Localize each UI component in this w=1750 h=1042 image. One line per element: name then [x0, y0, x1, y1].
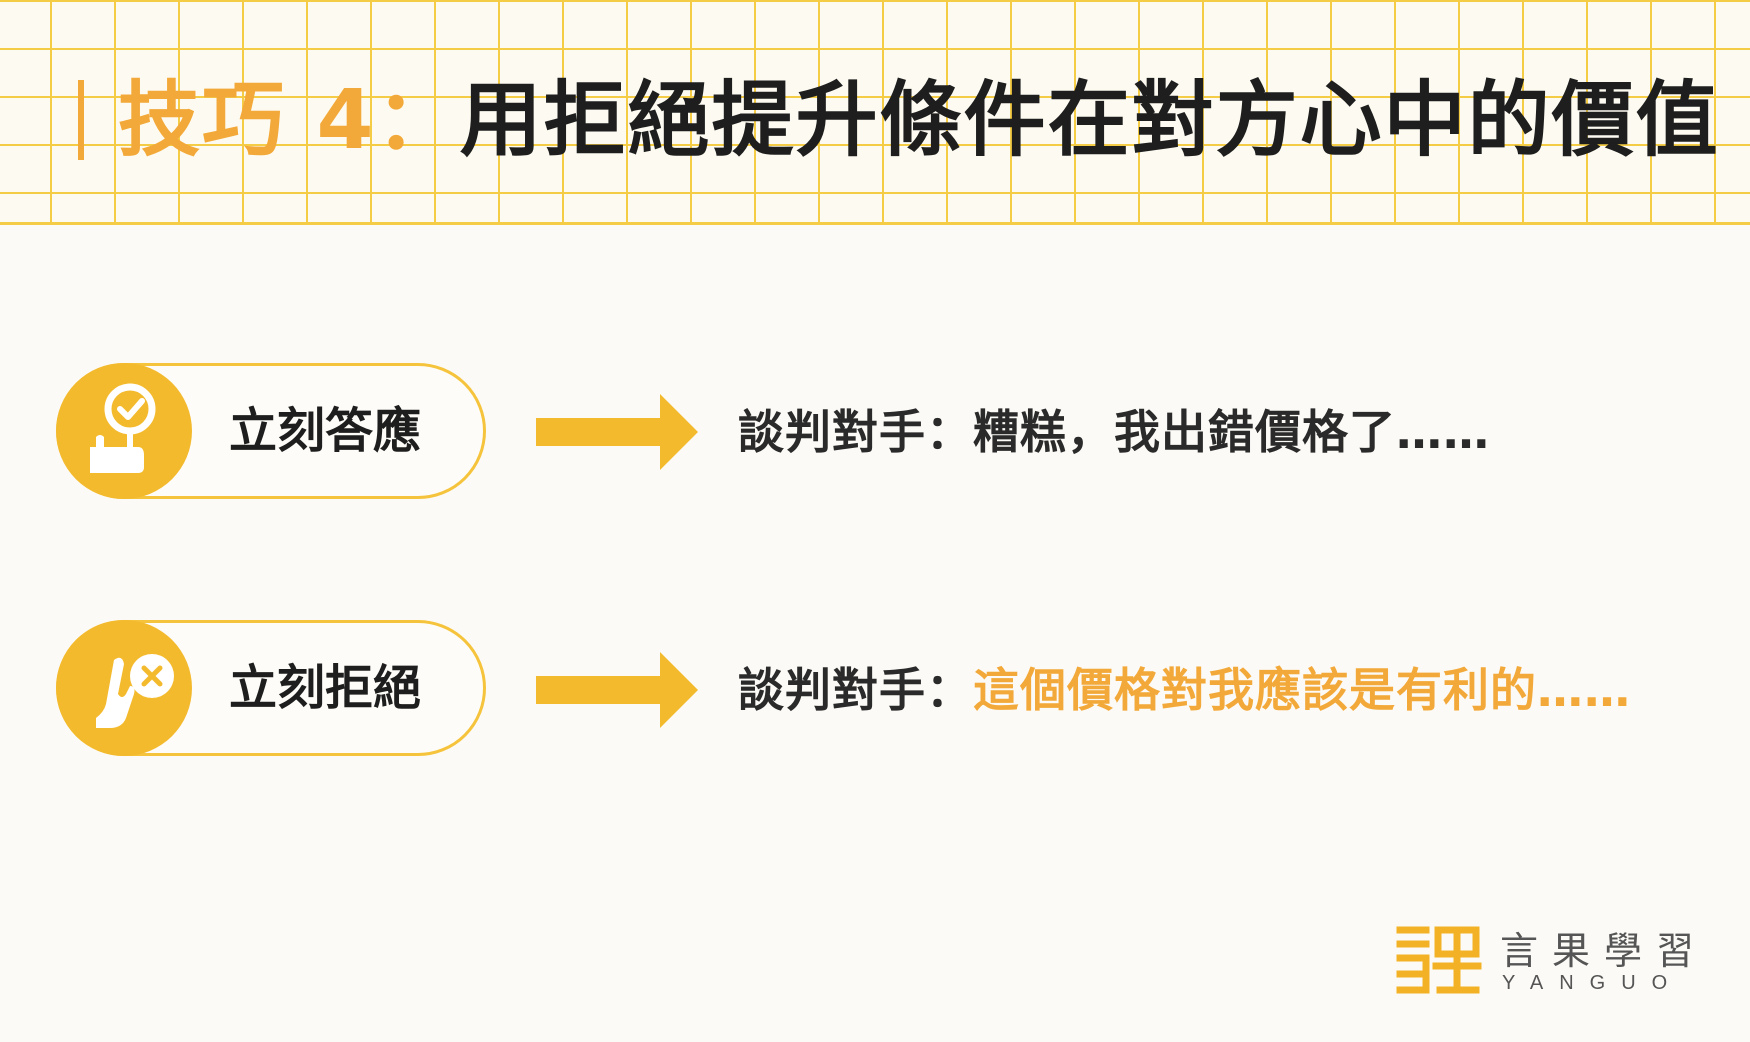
- result-text-reject: 談判對手：這個價格對我應該是有利的……: [738, 650, 1631, 730]
- yanguo-logo-icon: [1396, 926, 1482, 994]
- result-prefix: 談判對手：: [738, 405, 973, 459]
- hand-checkmark-icon: [56, 363, 192, 499]
- result-prefix: 談判對手：: [738, 663, 973, 717]
- result-text-accept: 談判對手：糟糕，我出錯價格了……: [738, 392, 1490, 472]
- option-label-accept: 立刻答應: [229, 403, 422, 459]
- option-label-reject: 立刻拒絕: [229, 660, 422, 716]
- page-title: 技巧 4：用拒絕提升條件在對方心中的價值: [118, 66, 1720, 176]
- arrow-right-icon: [536, 394, 698, 470]
- title-main: 用拒絕提升條件在對方心中的價值: [459, 73, 1720, 168]
- brand-name-en: YANGUO: [1502, 972, 1684, 994]
- hand-x-icon: [56, 620, 192, 756]
- title-accent: 技巧 4：: [118, 73, 460, 168]
- option-pill-accept: 立刻答應: [56, 363, 486, 499]
- header-grid: 技巧 4：用拒絕提升條件在對方心中的價值: [0, 0, 1750, 225]
- brand-name: 言果學習: [1500, 929, 1709, 973]
- brand-logo-block: 言果學習 YANGUO: [1396, 920, 1716, 1000]
- result-plain: 糟糕，我出錯價格了……: [973, 405, 1490, 459]
- title-accent-bar: [78, 80, 84, 160]
- arrow-right-icon: [536, 652, 698, 728]
- option-pill-reject: 立刻拒絕: [56, 620, 486, 756]
- result-highlight: 這個價格對我應該是有利的……: [973, 663, 1631, 717]
